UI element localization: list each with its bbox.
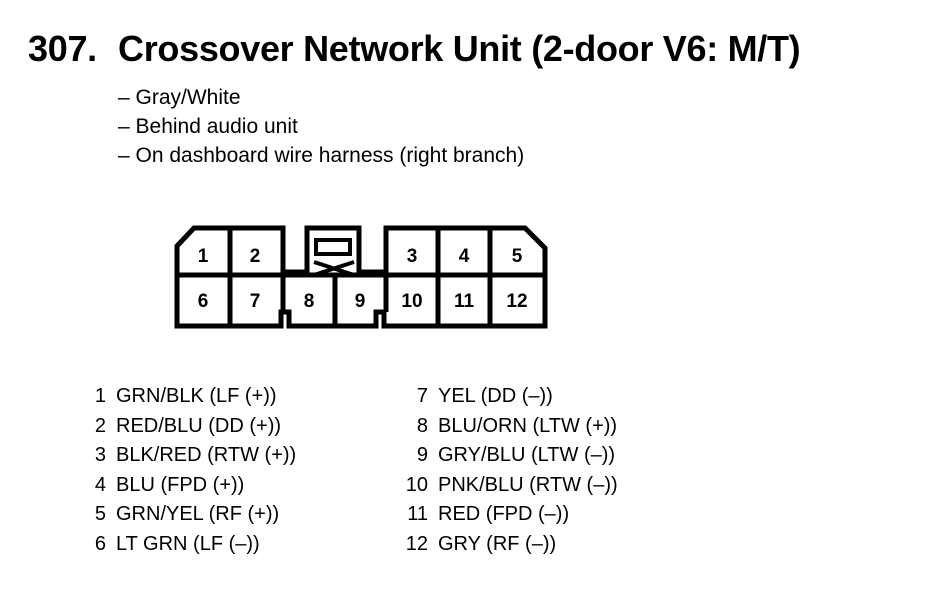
section-number: 307. — [28, 28, 97, 69]
pin-label-9: 9 — [355, 291, 366, 312]
pin-number: 5 — [94, 503, 106, 525]
pin-number: 10 — [405, 473, 428, 496]
pin-row: 11 RED (FPD (–)) — [400, 500, 618, 530]
connector-left-outline — [174, 225, 548, 329]
section-title: Crossover Network Unit (2-door V6: M/T) — [118, 28, 801, 69]
pin-label-8: 8 — [304, 291, 315, 312]
pin-row: 8 BLU/ORN (LTW (+)) — [400, 412, 618, 442]
page-title: 307. Crossover Network Unit (2-door V6: M… — [28, 28, 801, 70]
pin-label-7: 7 — [250, 291, 261, 312]
pin-description: BLK/RED (RTW (+)) — [116, 444, 297, 466]
pin-list-right: 7 YEL (DD (–)) 8 BLU/ORN (LTW (+)) 9 GRY/BL… — [400, 382, 618, 559]
pin-label-1: 1 — [198, 246, 209, 267]
pin-description: GRY/BLU (LTW (–)) — [438, 444, 616, 466]
pin-description: LT GRN (LF (–)) — [116, 532, 260, 555]
pin-row: 12 GRY (RF (–)) — [400, 530, 618, 560]
pin-label-10: 10 — [401, 291, 422, 312]
pin-label-3: 3 — [407, 246, 418, 267]
pin-label-5: 5 — [512, 246, 523, 267]
location-notes: – Gray/White – Behind audio unit – On da… — [118, 83, 524, 170]
pin-description: GRN/YEL (RF (+)) — [116, 503, 280, 525]
pin-description: PNK/BLU (RTW (–)) — [438, 473, 618, 496]
pin-row: 7 YEL (DD (–)) — [400, 382, 618, 412]
pin-label-11: 11 — [454, 291, 475, 312]
pin-description: YEL (DD (–)) — [438, 385, 553, 407]
pin-number: 7 — [416, 385, 428, 407]
pin-description: GRN/BLK (LF (+)) — [116, 385, 277, 407]
pin-label-2: 2 — [250, 246, 261, 267]
pin-number: 9 — [416, 444, 428, 466]
pin-number: 2 — [94, 414, 106, 437]
pin-row: 4 BLU (FPD (+)) — [78, 471, 296, 501]
pin-row: 2 RED/BLU (DD (+)) — [78, 412, 296, 442]
pin-label-6: 6 — [198, 291, 209, 312]
pin-number: 4 — [94, 473, 106, 496]
note-harness: – On dashboard wire harness (right branc… — [118, 144, 525, 167]
pin-row: 1 GRN/BLK (LF (+)) — [78, 382, 296, 412]
latch-icon — [313, 238, 355, 277]
pin-number: 12 — [405, 532, 428, 555]
pin-row: 10 PNK/BLU (RTW (–)) — [400, 471, 618, 501]
pin-number: 6 — [94, 532, 106, 555]
pin-number: 1 — [94, 385, 106, 407]
pin-description: BLU/ORN (LTW (+)) — [438, 414, 618, 437]
pin-description: GRY (RF (–)) — [438, 532, 557, 555]
pin-description: BLU (FPD (+)) — [116, 473, 245, 496]
pin-row: 6 LT GRN (LF (–)) — [78, 530, 296, 560]
pin-label-12: 12 — [506, 291, 527, 312]
pin-number: 3 — [94, 444, 106, 466]
pin-row: 5 GRN/YEL (RF (+)) — [78, 500, 296, 530]
pin-list-left: 1 GRN/BLK (LF (+)) 2 RED/BLU (DD (+)) 3 BLK… — [78, 382, 296, 559]
pin-row: 3 BLK/RED (RTW (+)) — [78, 441, 296, 471]
note-location: – Behind audio unit — [118, 115, 298, 138]
pin-row: 9 GRY/BLU (LTW (–)) — [400, 441, 618, 471]
pin-description: RED/BLU (DD (+)) — [116, 414, 282, 437]
pin-number: 11 — [407, 503, 428, 525]
pin-number: 8 — [416, 414, 428, 437]
pin-description: RED (FPD (–)) — [438, 503, 570, 525]
pin-label-4: 4 — [459, 246, 470, 267]
note-color: – Gray/White — [118, 86, 241, 109]
